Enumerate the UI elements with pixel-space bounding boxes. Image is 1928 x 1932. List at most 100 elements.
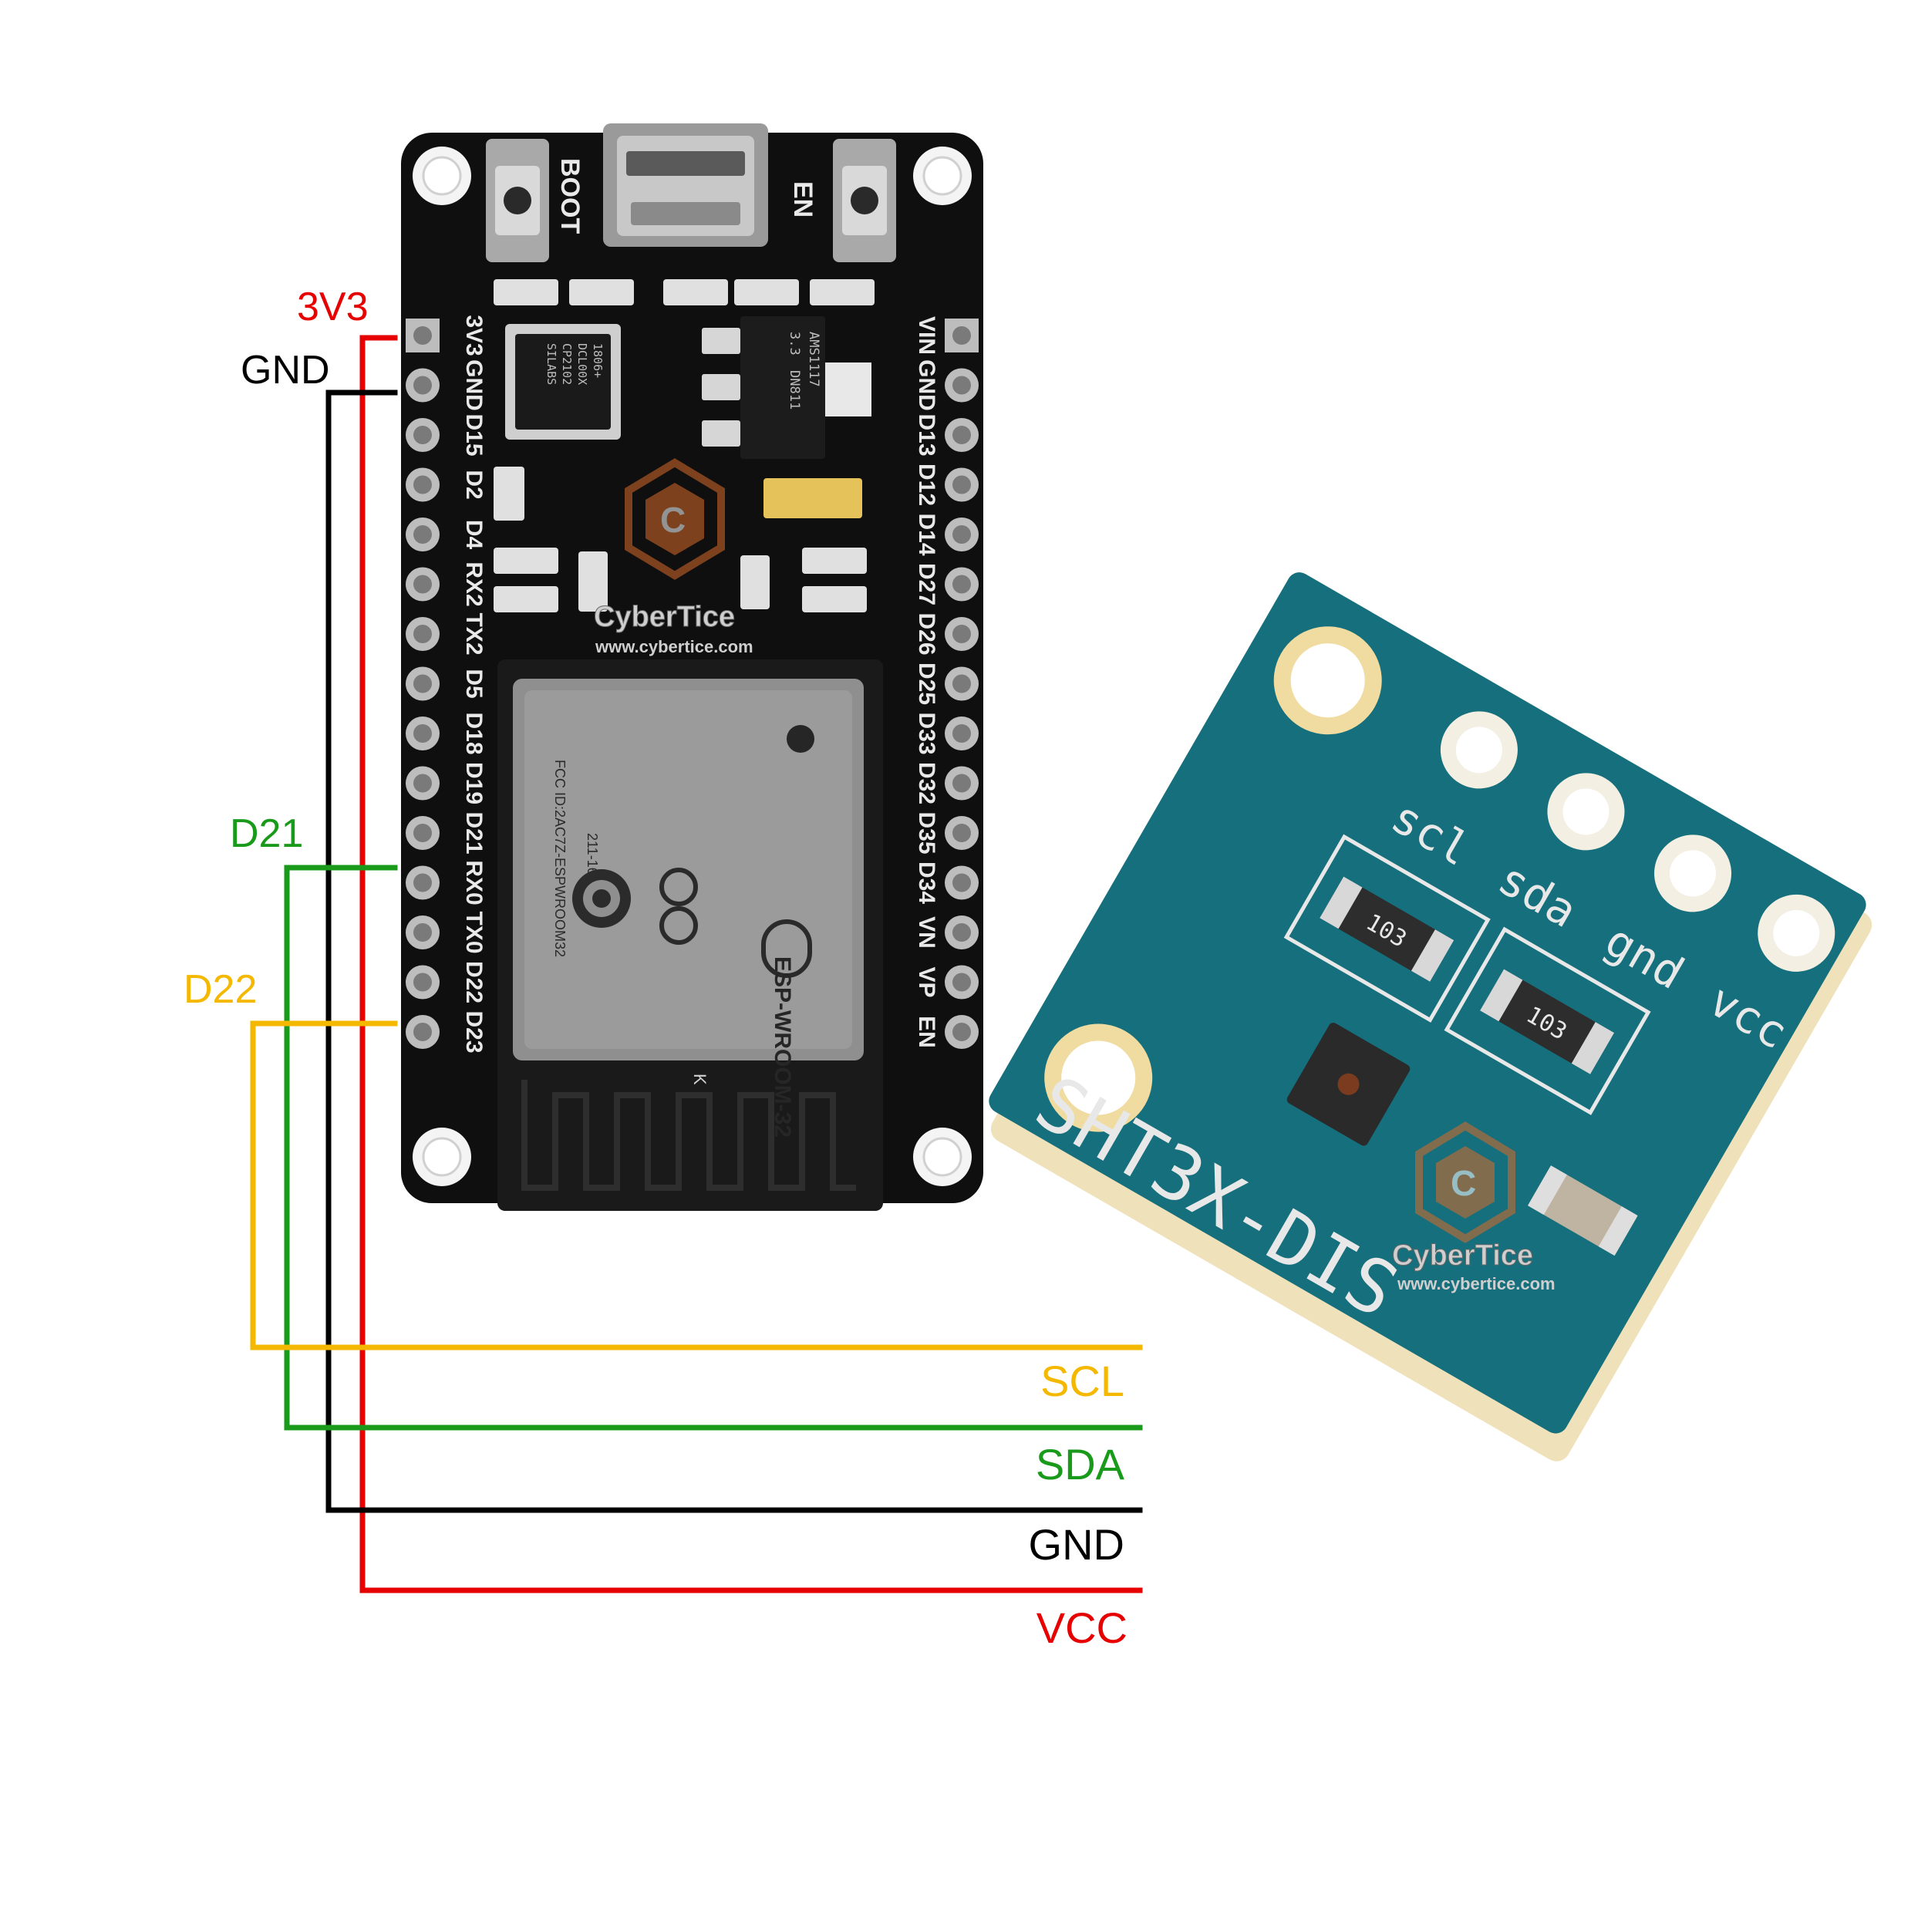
- esp32-pin-headers: 3V3GNDD15D2D4RX2TX2D5D18D19D21RX0TX0D22D…: [406, 315, 979, 1054]
- left-pin-12-pin-hole: [413, 873, 432, 892]
- left-pin-label-7: TX2: [461, 612, 487, 655]
- label-gnd-top: GND: [241, 348, 330, 393]
- left-pin-label-14: D22: [461, 961, 487, 1003]
- left-pin-label-11: D21: [461, 811, 487, 854]
- label-vcc: VCC: [1036, 1603, 1127, 1652]
- svg-text:DCL00X: DCL00X: [575, 343, 589, 385]
- espressif-logo-icon: [572, 869, 631, 928]
- left-pin-label-2: GND: [461, 359, 487, 411]
- watermark-url-2: www.cybertice.com: [1397, 1274, 1556, 1293]
- right-pin-label-13: VN: [914, 916, 939, 949]
- right-pin-2-pin-hole: [952, 376, 971, 395]
- left-pin-label-9: D18: [461, 712, 487, 754]
- left-pin-11-pin-hole: [413, 824, 432, 842]
- watermark-name-2: CyberTice: [1392, 1239, 1533, 1272]
- left-pin-1-hole: [413, 326, 432, 345]
- right-pin-label-9: D33: [914, 712, 939, 754]
- label-gnd-bottom: GND: [1029, 1520, 1124, 1569]
- right-pin-3-pin-hole: [952, 426, 971, 444]
- right-pin-5-pin-hole: [952, 525, 971, 544]
- right-pin-label-7: D26: [914, 612, 939, 655]
- module-name: ESP-WROOM-32: [770, 956, 795, 1138]
- left-pin-14-pin-hole: [413, 973, 432, 992]
- left-pin-8-pin-hole: [413, 674, 432, 693]
- capacitor: [1528, 1165, 1638, 1256]
- en-label: EN: [788, 181, 817, 217]
- right-pin-label-3: D13: [914, 413, 939, 456]
- label-d22: D22: [184, 967, 257, 1012]
- watermark-url: www.cybertice.com: [595, 637, 753, 656]
- usb-uart-chip: 1806+ DCL00X CP2102 SILABS: [505, 324, 621, 440]
- en-button[interactable]: [833, 139, 896, 262]
- left-pin-7-pin-hole: [413, 625, 432, 643]
- right-pin-10-pin-hole: [952, 774, 971, 793]
- label-3v3: 3V3: [297, 285, 369, 329]
- right-pin-1-hole: [952, 326, 971, 345]
- ce-mark-icon: [659, 868, 698, 945]
- left-pin-label-4: D2: [461, 470, 487, 499]
- resistor-103-b: 103: [1480, 969, 1615, 1074]
- svg-text:3.3: 3.3: [787, 332, 802, 356]
- left-pin-9-pin-hole: [413, 724, 432, 743]
- smd-components: [494, 279, 875, 612]
- right-pin-label-14: VP: [914, 966, 939, 997]
- left-pin-label-10: D19: [461, 762, 487, 804]
- left-pin-6-pin-hole: [413, 575, 432, 594]
- svg-text:AMS1117: AMS1117: [806, 332, 821, 387]
- right-pin-label-5: D14: [914, 513, 939, 555]
- left-pin-4-pin-hole: [413, 475, 432, 494]
- right-pin-12-pin-hole: [952, 873, 971, 892]
- svg-text:SILABS: SILABS: [544, 343, 558, 385]
- esp-wroom-32-module: FCC ID:2AC7Z-ESPWROOM32 211-161007 ESP-W…: [497, 659, 883, 1211]
- right-pin-11-pin-hole: [952, 824, 971, 842]
- right-pin-8-pin-hole: [952, 674, 971, 693]
- right-pin-label-4: D12: [914, 464, 939, 506]
- left-pin-10-pin-hole: [413, 774, 432, 793]
- left-pin-13-pin-hole: [413, 923, 432, 942]
- wire-scl: [250, 1020, 1143, 1350]
- right-pin-label-2: GND: [914, 359, 939, 411]
- svg-text:CP2102: CP2102: [560, 343, 574, 385]
- left-pin-label-12: RX0: [461, 860, 487, 905]
- voltage-regulator: AMS1117 3.3 DN811: [702, 316, 871, 459]
- sht3x-dis-sensor-board: scl sda gnd vcc 103 103 S: [989, 572, 1872, 1462]
- tantalum-capacitor: [763, 478, 862, 518]
- micro-usb-connector-icon: [603, 123, 768, 247]
- right-pin-label-11: D35: [914, 811, 939, 854]
- right-pin-7-pin-hole: [952, 625, 971, 643]
- left-pin-label-5: D4: [461, 520, 487, 550]
- left-pin-3-pin-hole: [413, 426, 432, 444]
- right-pin-label-1: VIN: [914, 316, 939, 355]
- right-pin-6-pin-hole: [952, 575, 971, 594]
- label-d21: D21: [230, 811, 303, 856]
- right-pin-13-pin-hole: [952, 923, 971, 942]
- cybertice-logo-icon: C: [1415, 1121, 1515, 1243]
- right-pin-label-8: D25: [914, 663, 939, 705]
- left-pin-2-pin-hole: [413, 376, 432, 395]
- watermark-name: CyberTice: [594, 601, 735, 633]
- left-pin-label-13: TX0: [461, 911, 487, 953]
- left-pin-label-15: D23: [461, 1010, 487, 1053]
- boot-button[interactable]: [486, 139, 549, 262]
- sht3x-sensor-chip: [1286, 1022, 1411, 1146]
- svg-text:1806+: 1806+: [591, 343, 605, 378]
- svg-text:C: C: [1451, 1163, 1476, 1203]
- wires: [250, 335, 1143, 1593]
- left-pin-5-pin-hole: [413, 525, 432, 544]
- svg-text:K: K: [690, 1074, 710, 1085]
- left-pin-label-6: RX2: [461, 561, 487, 606]
- wire-vcc: [359, 335, 1143, 1593]
- right-pin-label-15: EN: [914, 1016, 939, 1048]
- esp32-devkit-board: BOOT EN 1806+: [401, 123, 983, 1211]
- resistor-103-a: 103: [1320, 876, 1454, 982]
- wire-gnd: [325, 389, 1143, 1513]
- right-pin-label-6: D27: [914, 563, 939, 605]
- svg-text:C: C: [660, 500, 686, 540]
- label-sda: SDA: [1036, 1440, 1125, 1489]
- right-pin-14-pin-hole: [952, 973, 971, 992]
- right-pin-9-pin-hole: [952, 724, 971, 743]
- right-pin-label-12: D34: [914, 861, 939, 904]
- wifi-logo-icon: [761, 919, 812, 978]
- wire-sda: [284, 865, 1143, 1431]
